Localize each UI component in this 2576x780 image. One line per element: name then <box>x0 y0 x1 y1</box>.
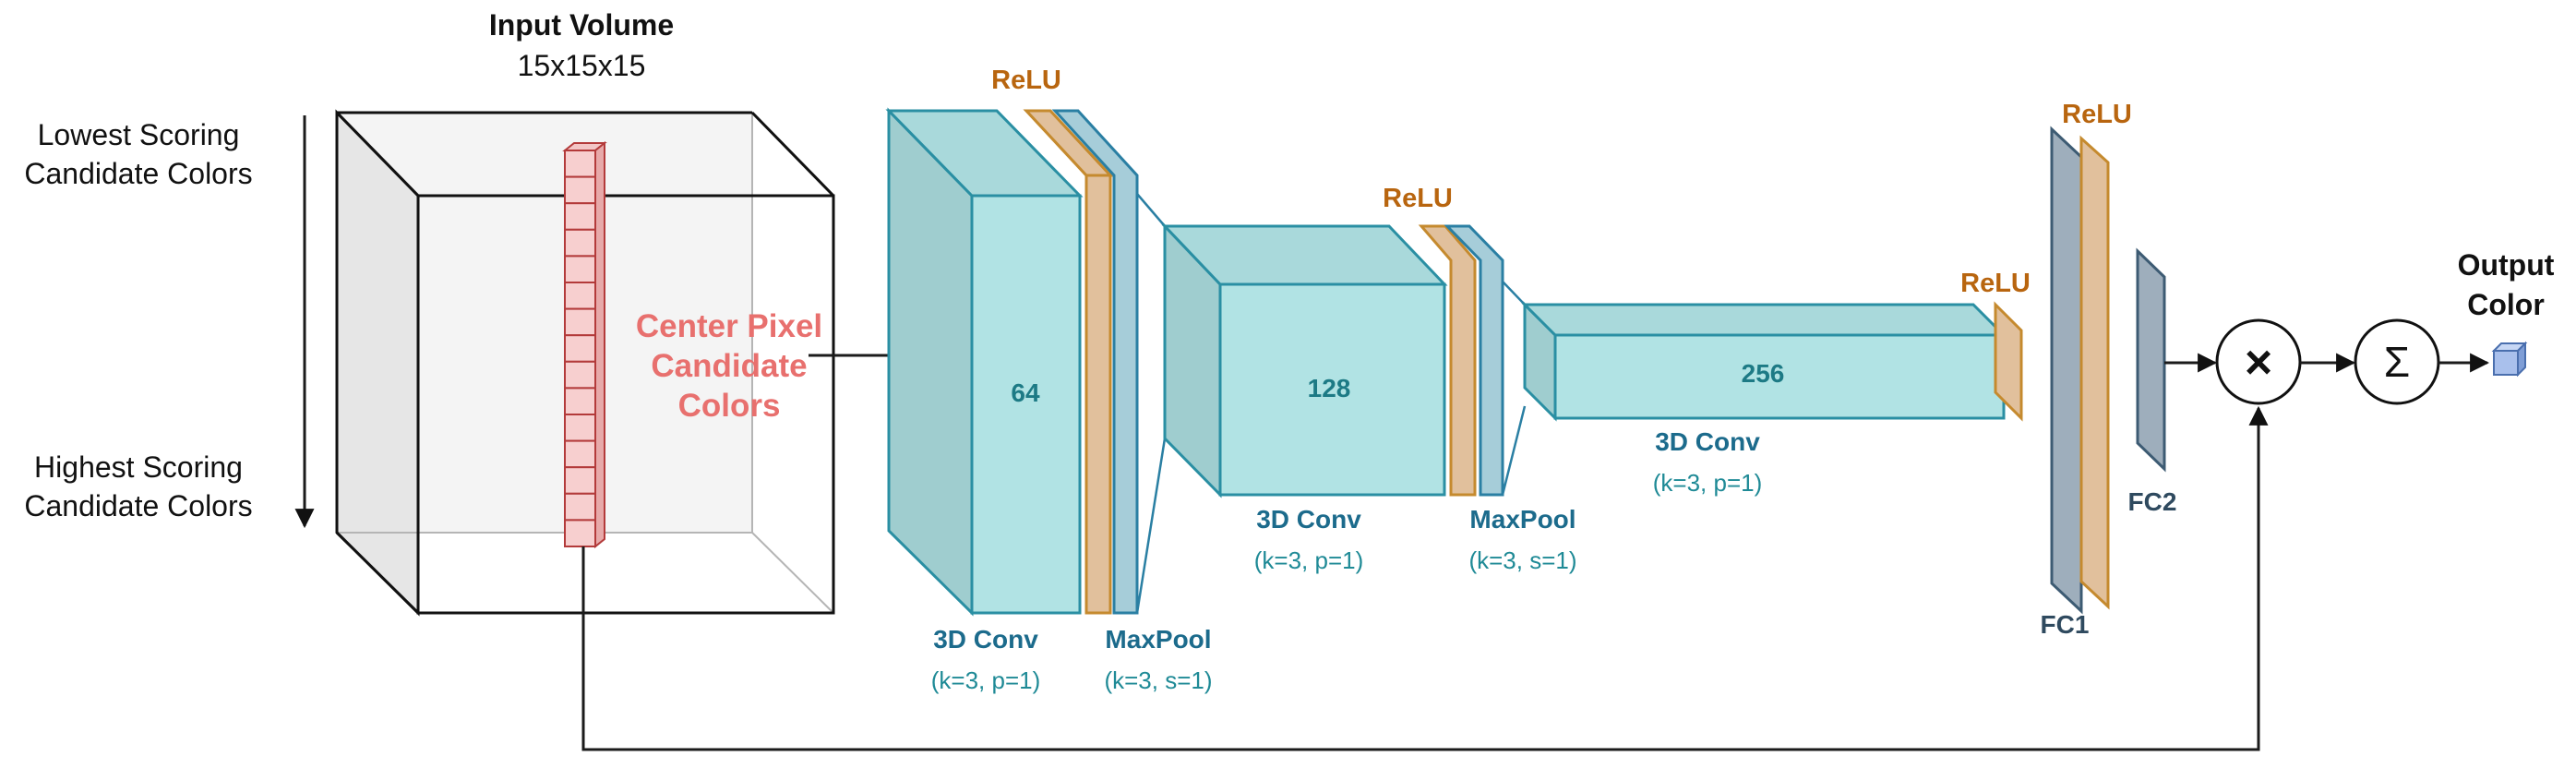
fc1 <box>2050 126 2083 615</box>
pool2-params: (k=3, s=1) <box>1468 546 1576 574</box>
candidate-color-cell <box>564 175 596 205</box>
pool1-wedge-bottom <box>1135 438 1167 614</box>
center-pixel-label-line2: Candidate <box>651 348 807 384</box>
conv2-relu-label: ReLU <box>1383 184 1453 213</box>
pool2-wedge-top <box>1502 281 1526 306</box>
pool2-wedge-bottom <box>1501 405 1527 496</box>
fc2-label: FC2 <box>2128 487 2177 516</box>
conv1-relu <box>1023 109 1114 615</box>
fc2 <box>2136 247 2166 473</box>
conv1-block <box>885 107 1084 617</box>
candidate-color-cell <box>564 228 596 258</box>
sum-node: Σ <box>2354 318 2440 405</box>
conv2-channels: 128 <box>1308 374 1351 402</box>
conv1-name: 3D Conv <box>933 625 1038 654</box>
conv1-relu-label: ReLU <box>991 66 1061 95</box>
pool1-name: MaxPool <box>1105 625 1211 654</box>
candidate-color-cell <box>564 492 596 522</box>
fc1-relu <box>2079 135 2110 610</box>
candidate-color-cell <box>564 282 596 310</box>
candidate-color-cell <box>564 466 596 495</box>
pool1-wedge-top <box>1136 193 1166 227</box>
lowest-scoring-label-line1: Lowest Scoring <box>38 118 240 151</box>
pool2-name: MaxPool <box>1469 505 1576 534</box>
candidate-color-cell <box>564 387 596 415</box>
candidate-color-cell <box>564 519 596 548</box>
input-volume <box>335 109 835 617</box>
conv3-channels: 256 <box>1742 359 1785 388</box>
candidate-color-cell <box>564 439 596 469</box>
input-volume-title: Input Volume <box>489 8 674 42</box>
highest-scoring-label-line2: Candidate Colors <box>24 489 252 522</box>
pool1-params: (k=3, s=1) <box>1104 666 1212 694</box>
conv3-params: (k=3, p=1) <box>1653 469 1763 497</box>
candidate-color-cell <box>564 255 596 283</box>
candidate-color-cell <box>564 202 596 231</box>
conv3-relu <box>1994 301 2023 422</box>
conv2-name: 3D Conv <box>1256 505 1361 534</box>
multiply-symbol: × <box>2245 336 2272 390</box>
candidate-color-cell <box>564 307 596 337</box>
output-label-line2: Color <box>2467 288 2545 321</box>
output-label-line1: Output <box>2458 248 2555 282</box>
fc1-relu-label: ReLU <box>2062 100 2132 129</box>
skip-connection-arrow <box>581 405 2269 751</box>
output-color-cube <box>2491 341 2528 378</box>
fc1-label: FC1 <box>2041 610 2090 639</box>
candidate-color-cell <box>564 150 596 178</box>
sum-symbol: Σ <box>2384 338 2410 386</box>
input-volume-size: 15x15x15 <box>518 49 646 82</box>
candidate-color-cell <box>564 414 596 442</box>
center-pixel-label-line1: Center Pixel <box>636 308 822 344</box>
multiply-node: × <box>2215 318 2302 405</box>
highest-scoring-label-line1: Highest Scoring <box>34 450 243 484</box>
candidate-color-cell <box>564 334 596 363</box>
candidate-color-cell <box>564 360 596 390</box>
conv2-block <box>1161 222 1448 498</box>
center-pixel-column <box>562 140 607 549</box>
conv1-channels: 64 <box>1011 378 1040 407</box>
conv3-name: 3D Conv <box>1655 427 1760 456</box>
conv1-params: (k=3, p=1) <box>931 666 1041 694</box>
lowest-scoring-label-line2: Candidate Colors <box>24 157 252 190</box>
conv2-params: (k=3, p=1) <box>1254 546 1364 574</box>
conv3-relu-label: ReLU <box>1960 269 2031 298</box>
center-pixel-label-line3: Colors <box>678 388 781 424</box>
